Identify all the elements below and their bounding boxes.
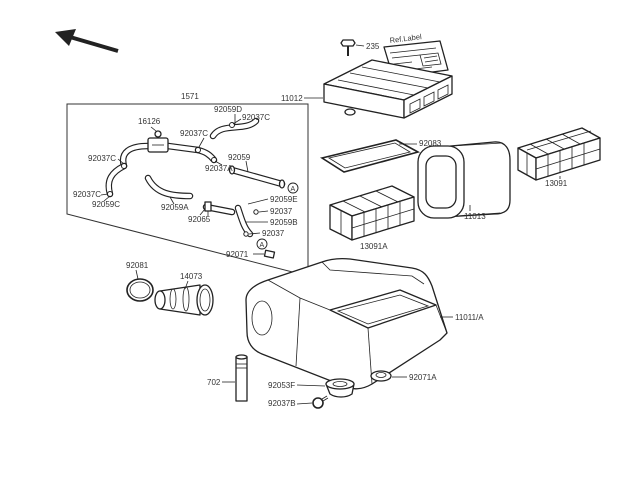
label-fitting-92065: 92065 — [188, 215, 211, 224]
reference-a-1-text: A — [291, 186, 296, 193]
control-box-11012 — [304, 59, 453, 119]
label-hose-92059a: 92059A — [161, 203, 189, 212]
label-clip-92071: 92071 — [226, 250, 249, 259]
label-clamp-b: 92037B — [268, 399, 296, 408]
label-gasket: 92083 — [419, 139, 442, 148]
label-ecu-box: 11012 — [281, 94, 303, 103]
label-element: 11013 — [464, 212, 486, 221]
label-cap: 92071A — [409, 373, 437, 382]
label-hose-92059c: 92059C — [92, 200, 120, 209]
drain-plug-92053f — [296, 378, 355, 398]
label-clamp-c-low: 92037C — [73, 190, 101, 199]
label-clamp-c-mid: 92037C — [180, 129, 208, 138]
kit-leader-lines — [100, 114, 269, 255]
label-duct: 14073 — [180, 272, 203, 281]
label-housing: 11011/A — [455, 313, 484, 322]
reference-marker-a-2: A — [256, 238, 268, 250]
air-filter-element-11013 — [417, 141, 511, 219]
reference-a-2-text: A — [260, 242, 265, 249]
element-cage-13091 — [517, 127, 601, 181]
label-clamp-a: 92037A — [205, 164, 233, 173]
intake-duct-14073 — [154, 280, 214, 316]
cap-92071a — [370, 370, 407, 382]
air-cleaner-housing-11011-a — [245, 257, 453, 390]
bolt-235 — [340, 39, 365, 56]
element-cage-13091A — [329, 185, 415, 241]
label-hose-92059e: 92059E — [270, 195, 298, 204]
direction-arrow-icon — [55, 29, 119, 53]
gasket-92083 — [319, 139, 421, 173]
drain-tube-702 — [222, 354, 248, 402]
label-drain: 92053F — [268, 381, 295, 390]
label-hose-kit: 1571 — [181, 92, 199, 101]
label-ref-label: Ref.Label — [389, 32, 422, 45]
hose-clamps — [107, 122, 276, 259]
label-o-ring: 92081 — [126, 261, 149, 270]
label-bolt: 235 — [366, 42, 380, 51]
label-hose-92059: 92059 — [228, 153, 251, 162]
label-clamp-1: 92037 — [270, 207, 293, 216]
valve-16126 — [147, 126, 169, 153]
label-tube: 702 — [207, 378, 221, 387]
label-hose-92059b: 92059B — [270, 218, 298, 227]
label-clamp-c-left: 92037C — [88, 154, 116, 163]
label-cage-upper: 13091 — [545, 179, 568, 188]
label-valve: 16126 — [138, 117, 161, 126]
label-cage-lower: 13091A — [360, 242, 388, 251]
reference-marker-a-1: A — [287, 182, 299, 194]
label-clamp-2: 92037 — [262, 229, 285, 238]
label-clamp-c-top: 92037C — [242, 113, 270, 122]
part-labels: 235 Ref.Label 11012 1571 92059D 16126 92… — [73, 32, 568, 408]
o-ring-92081 — [126, 269, 154, 302]
clamp-92037b — [296, 395, 329, 409]
label-hose-92059d: 92059D — [214, 105, 242, 114]
